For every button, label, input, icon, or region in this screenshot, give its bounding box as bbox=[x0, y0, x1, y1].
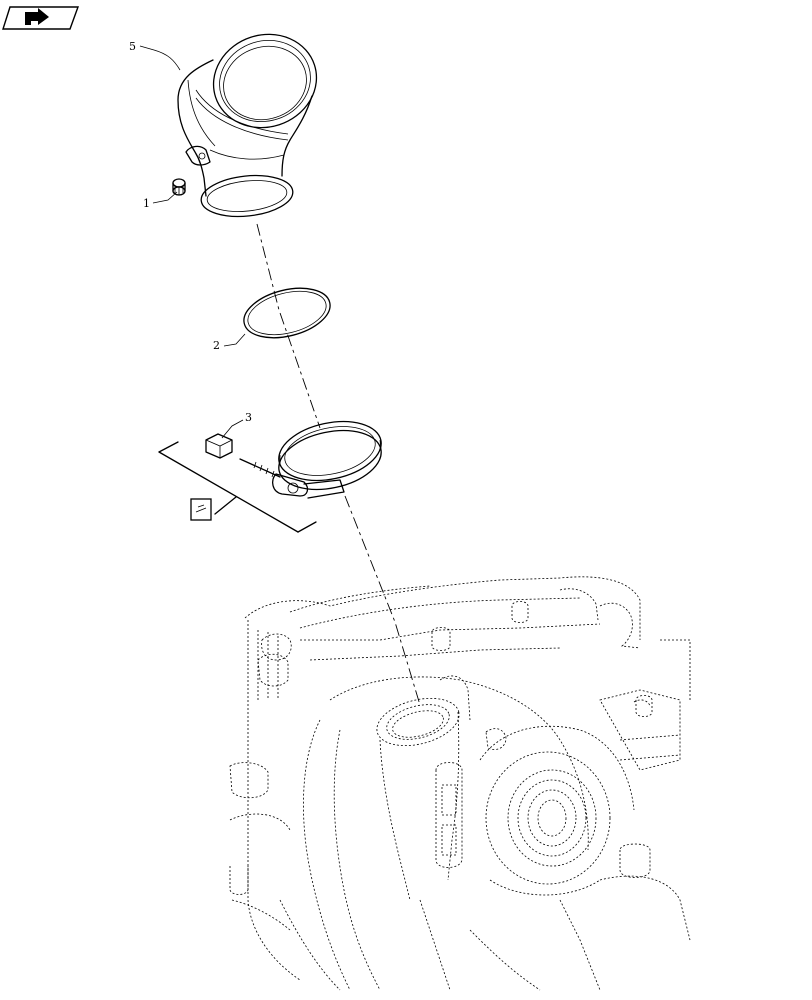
kit-box-icon[interactable] bbox=[190, 498, 212, 521]
o-ring-part[interactable] bbox=[239, 280, 336, 346]
callout-1: 1 bbox=[143, 191, 178, 210]
callout-1-label: 1 bbox=[143, 197, 150, 210]
arrow-back-icon bbox=[25, 8, 49, 25]
callout-2: 2 bbox=[213, 333, 246, 352]
back-button[interactable] bbox=[2, 6, 79, 30]
v-band-clamp-part[interactable] bbox=[205, 413, 387, 499]
callout-5-label: 5 bbox=[129, 40, 136, 53]
kit-reference bbox=[158, 441, 317, 533]
elbow-pipe-part[interactable] bbox=[177, 21, 329, 221]
plug-part[interactable] bbox=[172, 178, 186, 196]
callout-2-label: 2 bbox=[213, 339, 220, 352]
engine-turbocharger-background bbox=[229, 576, 691, 991]
assembly-centerline bbox=[256, 223, 421, 706]
callout-5: 5 bbox=[129, 40, 181, 71]
callout-3: 3 bbox=[221, 411, 252, 439]
callout-3-label: 3 bbox=[245, 411, 252, 424]
